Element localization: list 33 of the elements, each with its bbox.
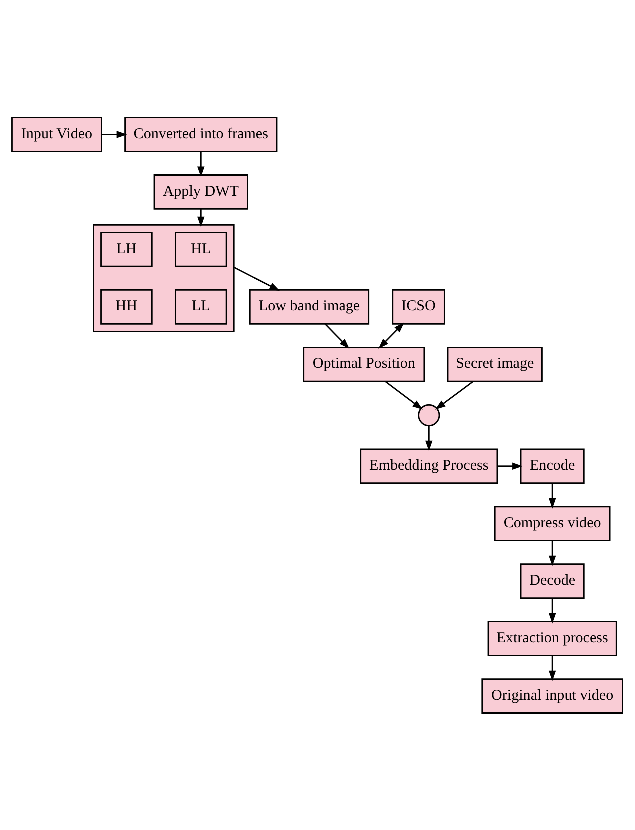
node-box: Low band image	[249, 288, 370, 324]
arrow	[435, 380, 474, 410]
arrow	[102, 130, 128, 138]
node-box: LH	[100, 232, 153, 267]
node-box: HL	[175, 232, 228, 267]
arrow	[426, 425, 433, 451]
arrow	[548, 482, 556, 508]
arrow	[548, 540, 556, 566]
arrow	[198, 151, 205, 177]
node-box: Extraction process	[488, 620, 618, 656]
cluster	[93, 224, 235, 332]
node-box: Secret image	[447, 346, 543, 382]
node-box: Converted into frames	[124, 116, 278, 152]
node-box: Embedding Process	[360, 448, 498, 484]
node-box: LL	[175, 288, 228, 324]
arrow	[498, 462, 523, 470]
node-box: Original input video	[482, 678, 624, 714]
arrow	[385, 380, 423, 410]
node-box: Compress video	[494, 506, 611, 542]
arrow	[234, 266, 280, 291]
node-box: HH	[100, 288, 153, 324]
arrow	[378, 322, 404, 348]
node-box: Decode	[520, 563, 585, 598]
node-box: Encode	[520, 448, 585, 484]
node-box: Apply DWT	[154, 174, 248, 210]
arrow	[548, 598, 556, 624]
arrow	[324, 323, 350, 348]
arrow	[198, 208, 205, 227]
node-box: ICSO	[392, 288, 446, 324]
node-circle	[418, 404, 440, 426]
node-box: Optimal Position	[303, 346, 426, 382]
arrow	[548, 655, 556, 681]
node-box: Input Video	[12, 116, 102, 152]
